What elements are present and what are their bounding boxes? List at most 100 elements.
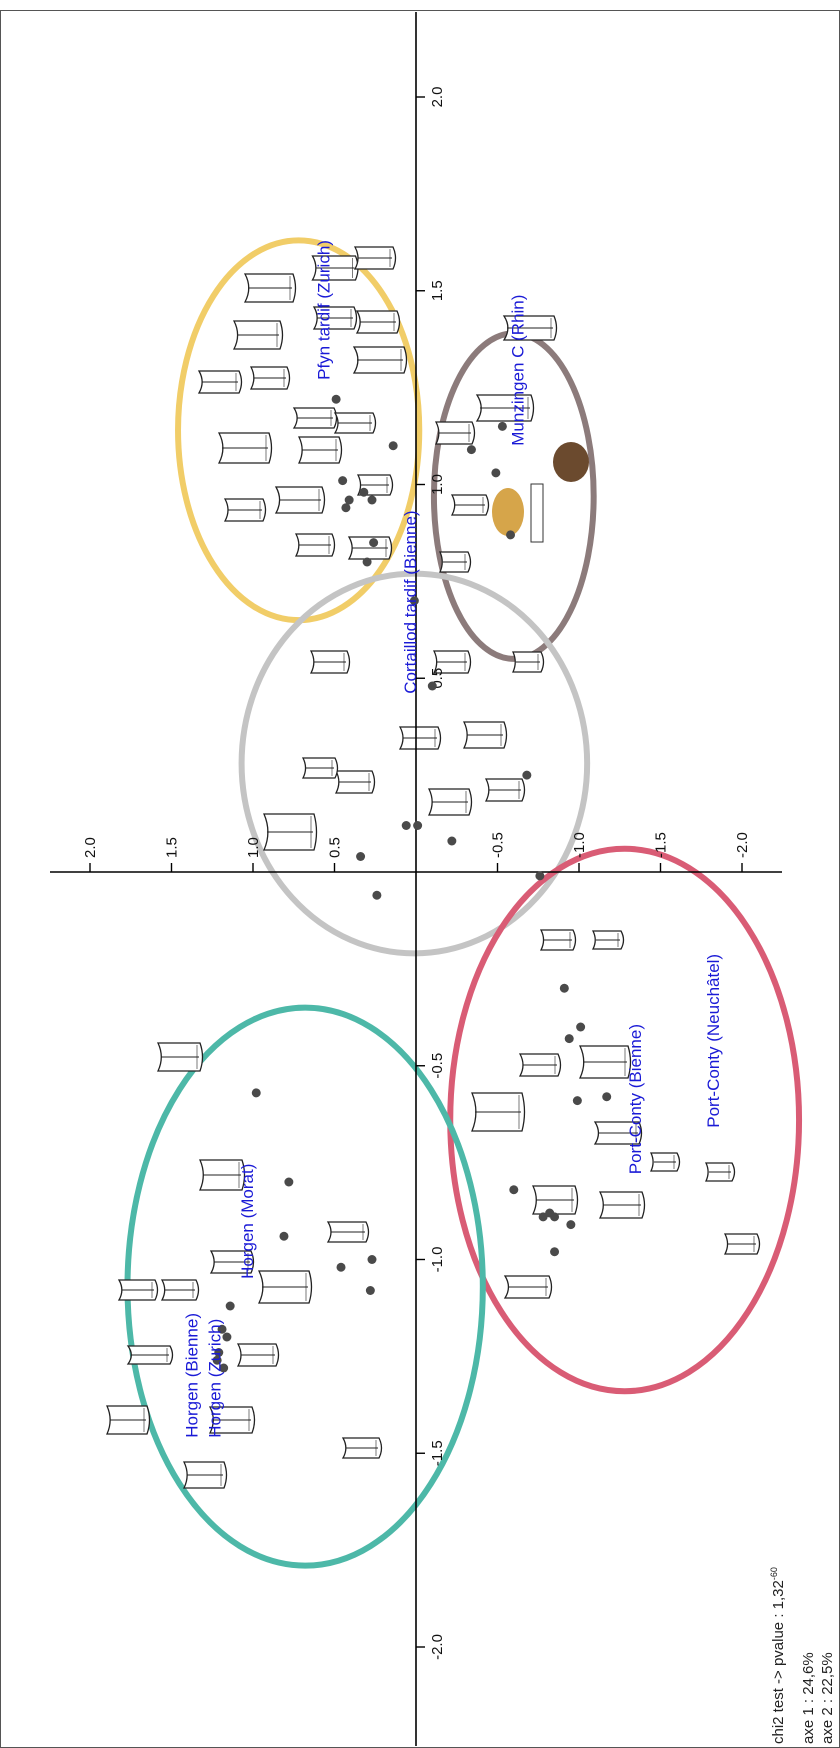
axis-2-tick-label: -1.5 (653, 832, 670, 858)
axis-2-tick-label: 0.5 (327, 837, 344, 858)
data-point (284, 1177, 294, 1187)
vessel-drawings (105, 246, 761, 1489)
axis-1-tick-label: -1.0 (429, 1247, 446, 1273)
vessel-drawing (297, 436, 343, 464)
stats-block: chi2 test -> pvalue : 1,32-60 axe 1 : 24… (769, 1567, 836, 1744)
axe1-text: axe 1 : 24,6% (800, 1652, 817, 1744)
data-point (214, 1348, 224, 1357)
data-point (251, 1088, 261, 1098)
vessel-drawing (274, 486, 326, 514)
chi2-text: chi2 test -> pvalue : 1,32-60 (769, 1567, 787, 1744)
data-point (497, 421, 507, 431)
data-point (447, 836, 457, 846)
vessel-drawing (263, 813, 318, 851)
data-point (550, 1247, 560, 1257)
data-point (566, 1220, 576, 1230)
vessel-drawing (398, 726, 442, 750)
data-point (602, 1092, 612, 1102)
axis-1-tick-label: -2.0 (429, 1634, 446, 1660)
plot-border (0, 10, 840, 1748)
data-point (550, 1212, 560, 1222)
vessel-drawing (471, 1092, 526, 1132)
data-point (219, 1363, 229, 1373)
data-point (338, 476, 348, 486)
vessel-drawing (591, 930, 625, 950)
axis-1-tick-label: 1.5 (429, 280, 446, 301)
vessel-drawing (438, 551, 472, 573)
data-point (401, 821, 411, 830)
vessel-drawing (294, 533, 336, 557)
vessel-drawing (427, 788, 473, 816)
vessel-drawing (249, 366, 291, 390)
vessel-drawing (434, 421, 476, 445)
group-ellipse-2 (238, 570, 591, 957)
vessel-drawing (309, 650, 351, 674)
vessel-drawing (223, 498, 267, 522)
vessel-drawing (182, 1461, 228, 1489)
vessel-drawing (353, 246, 397, 270)
data-point (217, 1324, 227, 1334)
vessel-drawing (432, 650, 472, 674)
data-point (222, 1332, 232, 1342)
data-point (212, 1355, 222, 1365)
vessel-drawing (531, 1185, 579, 1215)
data-point (388, 441, 398, 451)
vessel-drawing (355, 310, 401, 334)
data-point (359, 487, 369, 497)
data-point (365, 1286, 375, 1295)
axis-1-tick-label: 2.0 (429, 87, 446, 108)
group-label: Pfyn tardif (Zurich) (315, 240, 334, 380)
vessel-drawing (334, 770, 376, 794)
data-point (279, 1231, 289, 1241)
vessel-drawing (160, 1279, 200, 1301)
data-point (336, 1262, 346, 1272)
vessel-drawing (503, 1275, 553, 1299)
vessel-drawing (502, 315, 558, 341)
vessel-drawing (117, 1279, 159, 1301)
axis-2-tick-label: -2.0 (734, 832, 751, 858)
group-label: Munzingen C (Rhin) (509, 295, 528, 446)
vessel-drawing (197, 370, 243, 394)
vessel-drawing (301, 757, 339, 779)
vessel-drawing (598, 1191, 646, 1219)
data-points (212, 394, 612, 1373)
data-point (572, 1096, 582, 1106)
group-label: Horgen (Morat) (238, 1164, 257, 1279)
data-point (427, 681, 437, 691)
vessel-drawing (333, 412, 377, 434)
vessel-drawing (484, 778, 526, 802)
group-labels: Pfyn tardif (Zurich) Munzingen C (Rhin) Co… (183, 240, 724, 1438)
group-label: Horgen (Zurich) (205, 1319, 224, 1438)
axis-2-tick-label: 1.5 (164, 837, 181, 858)
vessel-drawing (704, 1162, 736, 1182)
group-label: Port-Conty (Neuchâtel) (704, 954, 723, 1128)
group-label: Cortaillod tardif (Bienne) (401, 510, 420, 693)
vessel-drawing (292, 407, 338, 429)
vessel-drawing (243, 273, 297, 303)
group-label: Port-Conty (Bienne) (626, 1024, 645, 1174)
vessel-drawing (593, 1121, 643, 1145)
data-point (367, 495, 377, 505)
vessel-drawing (311, 255, 359, 281)
data-point (341, 503, 351, 513)
vessel-drawing (208, 1406, 256, 1434)
data-point (522, 770, 532, 780)
artifact-photos (492, 442, 589, 543)
axis-1-tick-label: -0.5 (429, 1053, 446, 1079)
axe2-text: axe 2 : 22,5% (819, 1652, 836, 1744)
vessel-drawing (518, 1053, 562, 1077)
chi2-exponent: -60 (769, 1567, 779, 1580)
vessel-drawing (217, 432, 273, 464)
vessel-drawing (649, 1152, 681, 1172)
vessel-drawing (539, 929, 577, 951)
data-point (367, 1255, 377, 1264)
vessel-drawing (326, 1221, 370, 1243)
axis-1-tick-label: 1.0 (429, 474, 446, 495)
axis-2-tick-label: 2.0 (82, 837, 99, 858)
vessel-drawing (723, 1233, 761, 1255)
data-point (535, 871, 545, 881)
data-point (225, 1301, 235, 1311)
axis-2-tick-label: -1.0 (571, 832, 588, 858)
